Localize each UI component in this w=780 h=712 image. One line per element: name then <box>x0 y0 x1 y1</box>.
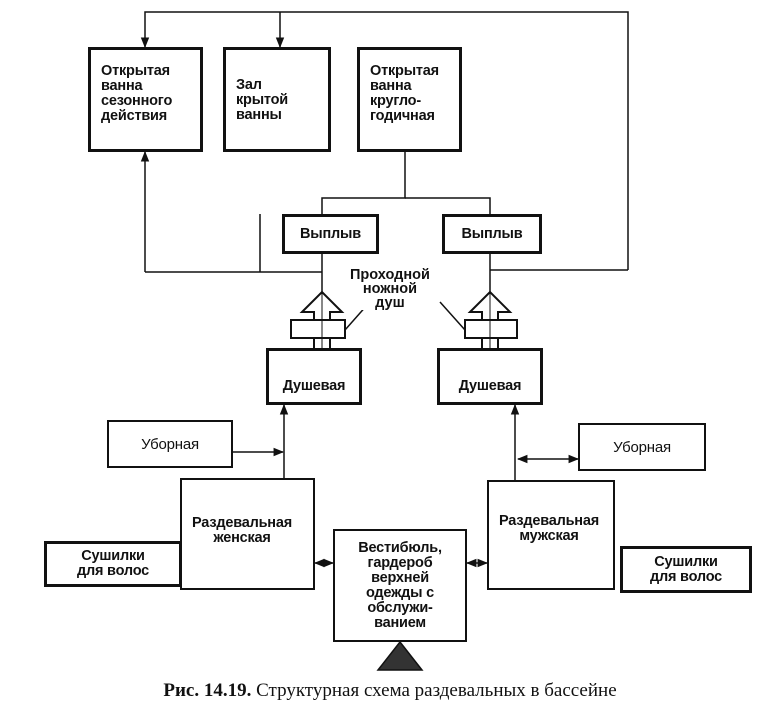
dryers-right-box: Сушилки для волос <box>620 546 752 593</box>
changing-women-label: Раздевальная женская <box>192 515 292 546</box>
yearround-pool-box: Открытая ванна кругло- годичная <box>357 47 462 152</box>
swim-out-left-label: Выплыв <box>300 225 361 242</box>
hall-pool-label: Зал крытой ванны <box>236 77 288 123</box>
flow-arrow-right <box>464 290 518 378</box>
figure-caption-text: Структурная схема раздевальных в бассейн… <box>256 680 617 701</box>
swim-out-left-box: Выплыв <box>282 214 379 254</box>
changing-women-box: Раздевальная женская <box>180 478 315 590</box>
dryers-left-box: Сушилки для волос <box>44 541 182 587</box>
foot-shower-label: Проходной ножной душ <box>350 267 430 311</box>
shower-left-box: Душевая <box>266 348 362 405</box>
changing-men-box: Раздевальная мужская <box>487 480 615 590</box>
shower-right-box: Душевая <box>437 348 543 405</box>
shower-right-label: Душевая <box>458 378 522 394</box>
toilet-right-box: Уборная <box>578 423 706 471</box>
lobby-label: Вестибюль, гардероб верхней одежды с обс… <box>358 539 442 631</box>
yearround-pool-label: Открытая ванна кругло- годичная <box>370 63 439 124</box>
entrance-triangle <box>376 640 424 671</box>
seasonal-pool-box: Открытая ванна сезонного действия <box>88 47 203 152</box>
dryers-left-label: Сушилки для волос <box>76 548 150 579</box>
figure-number: Рис. 14.19. <box>163 680 252 701</box>
toilet-left-box: Уборная <box>107 420 233 468</box>
yearround-right <box>405 197 491 300</box>
changing-men-label: Раздевальная мужская <box>499 513 599 544</box>
hall-pool-box: Зал крытой ванны <box>223 47 331 152</box>
lobby-box: Вестибюль, гардероб верхней одежды с обс… <box>333 529 467 642</box>
toilet-right-label: Уборная <box>613 438 671 456</box>
swim-out-right-label: Выплыв <box>461 225 523 242</box>
return-loop-line <box>140 11 629 270</box>
figure-caption: Рис. 14.19. Структурная схема раздевальн… <box>0 680 780 702</box>
toilet-left-label: Уборная <box>141 435 199 453</box>
shower-left-label: Душевая <box>282 378 346 394</box>
foot-shower-link-right <box>439 301 466 331</box>
dryers-right-label: Сушилки для волос <box>649 553 723 585</box>
seasonal-pool-label: Открытая ванна сезонного действия <box>101 63 173 124</box>
swim-out-right-box: Выплыв <box>442 214 542 254</box>
